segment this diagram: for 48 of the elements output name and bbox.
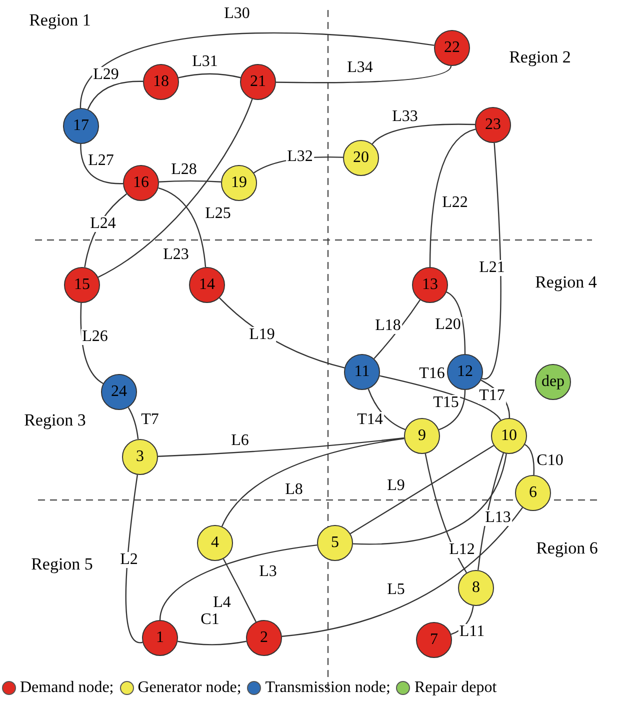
line-connector [524, 444, 535, 476]
region-label: Region 5 [31, 556, 93, 572]
region-label: Region 1 [29, 12, 91, 28]
edge-label: L2 [119, 552, 139, 568]
line-connector [80, 144, 124, 184]
line-connector [125, 474, 143, 643]
line-connector [221, 438, 404, 527]
line-connector [178, 640, 246, 646]
legend-text: Transmission node; [265, 680, 390, 696]
line-connector [438, 390, 466, 430]
line-connector [350, 444, 494, 534]
line-connector [482, 142, 502, 380]
legend-text: Repair depot [414, 680, 497, 696]
line-connector [158, 180, 222, 182]
edge-label: T17 [478, 388, 506, 404]
region-label: Region 6 [536, 540, 598, 556]
edge-label: L12 [448, 542, 476, 558]
line-connector [80, 32, 434, 108]
line-connector [429, 128, 476, 267]
line-connector [159, 544, 318, 620]
edge-label: L13 [484, 510, 512, 526]
line-connector [178, 73, 241, 78]
edge-label: L29 [92, 67, 120, 83]
line-connector [158, 187, 206, 268]
edge-label: L19 [248, 327, 276, 343]
line-connector [98, 98, 253, 278]
edge-label: L21 [478, 260, 506, 276]
line-connector [379, 375, 502, 420]
region-label: Region 2 [509, 48, 571, 66]
line-connector [368, 388, 406, 430]
legend-text: Generator node; [138, 680, 242, 696]
line-connector [372, 124, 476, 144]
legend-text: Demand node; [20, 680, 114, 696]
line-connector [446, 292, 466, 354]
line-connector [158, 437, 404, 457]
edge-label: L18 [374, 318, 402, 334]
line-connector [80, 302, 104, 384]
edge-label: L27 [87, 153, 115, 169]
region-label: Region 4 [535, 274, 597, 290]
line-connector [128, 407, 139, 440]
region-label: Region 3 [24, 412, 86, 428]
edge-label: L24 [89, 216, 117, 232]
line-connector [276, 66, 452, 84]
line-connector [87, 80, 144, 110]
line-connector [352, 454, 507, 545]
line-connector [282, 507, 523, 637]
edge-label: L26 [81, 329, 109, 345]
line-connector [222, 558, 256, 622]
